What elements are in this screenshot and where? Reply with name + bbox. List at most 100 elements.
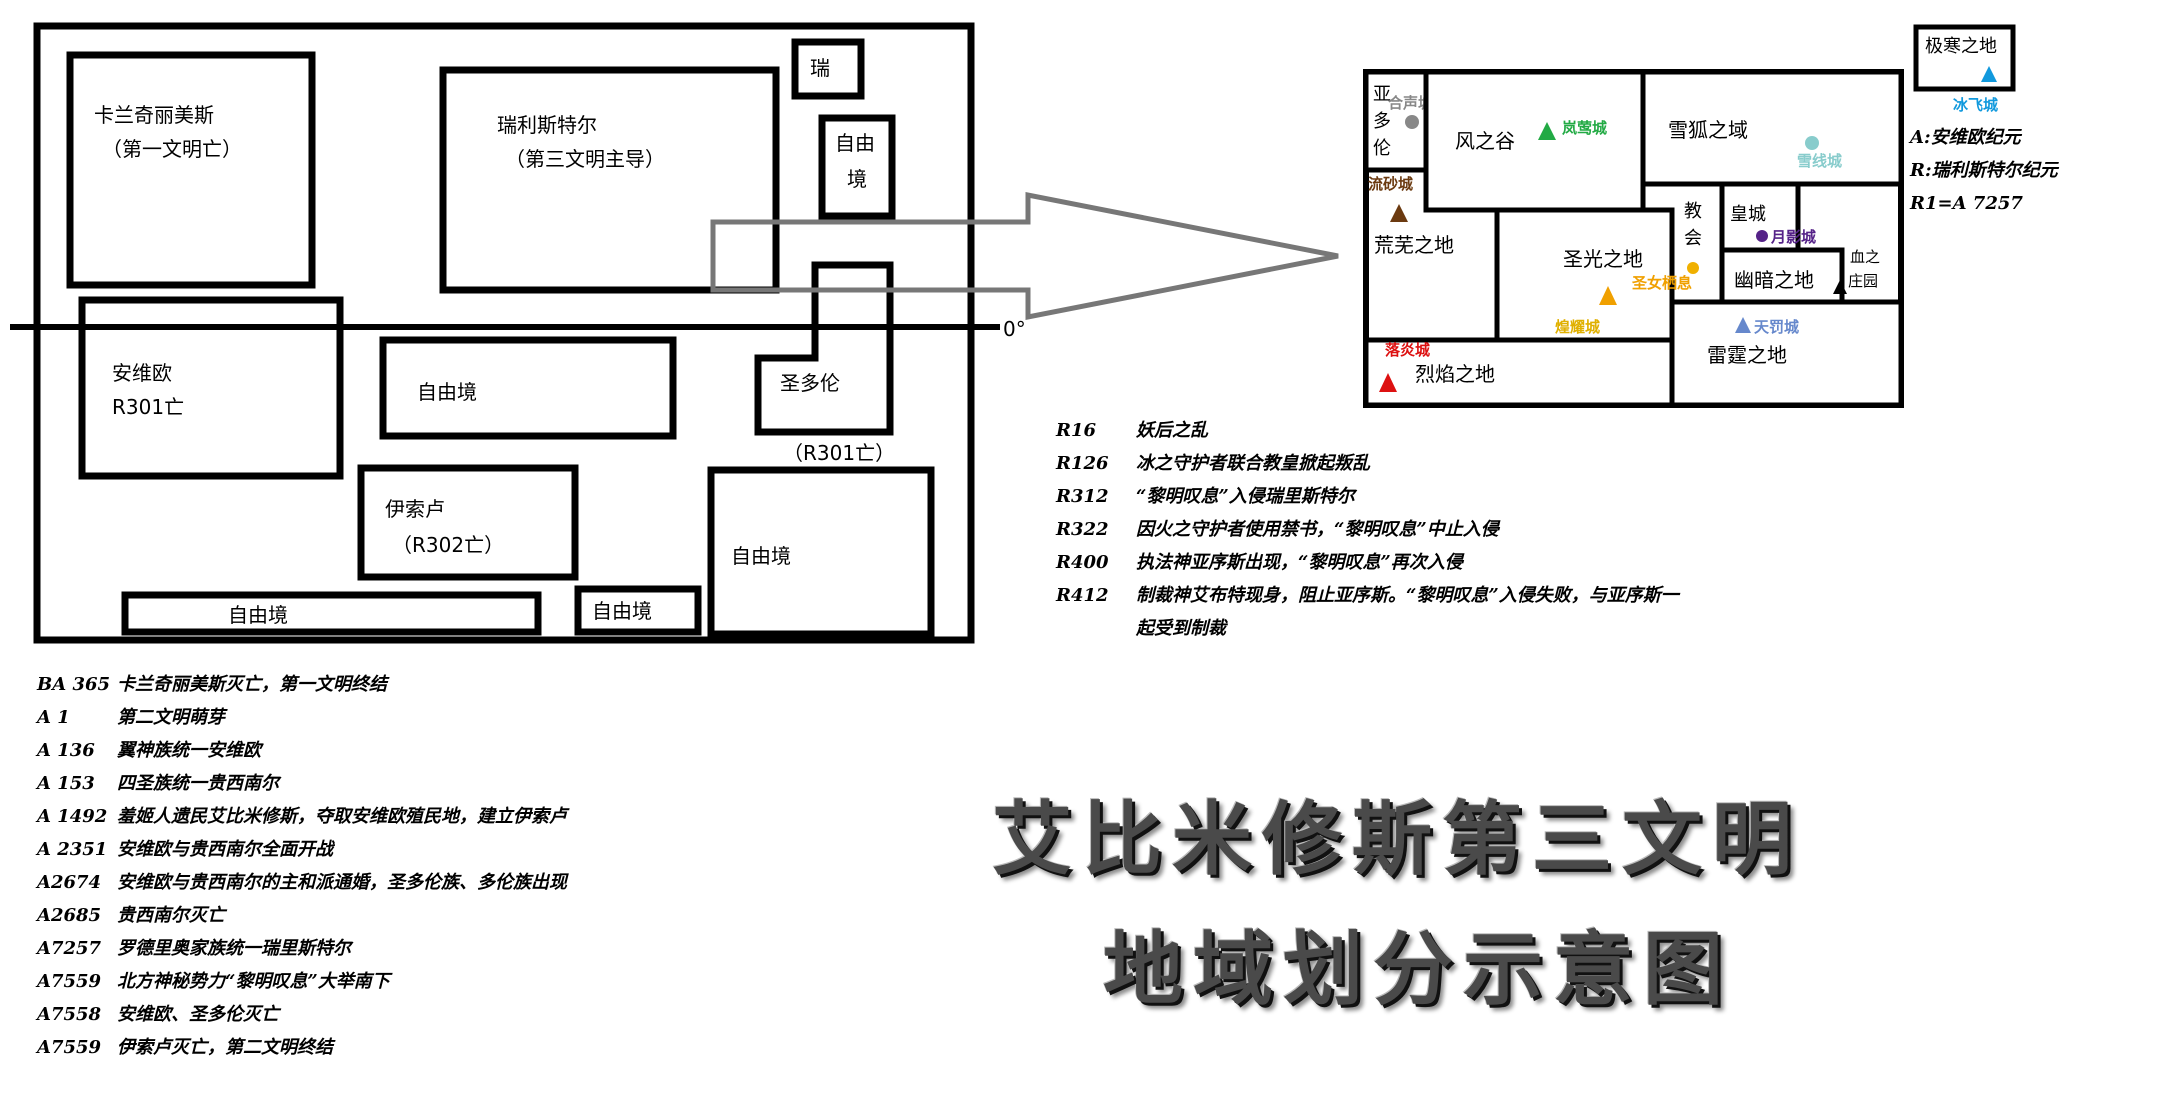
huangwu-name: 荒芜之地 xyxy=(1374,233,1454,257)
a-timeline-event: 第二文明萌芽 xyxy=(117,707,225,728)
yaduolun-line2: 多 xyxy=(1373,111,1391,132)
ruilisi-status: （第三文明主导） xyxy=(505,147,665,171)
a-timeline-event: 安维欧与贵西南尔的主和派通婚，圣多伦族、多伦族出现 xyxy=(117,872,567,893)
region-ziyou-mid xyxy=(379,336,677,440)
a-timeline-year: A 153 xyxy=(37,773,95,794)
bingfei-city-marker xyxy=(1981,66,1997,82)
region-yisuolu xyxy=(357,464,579,581)
yaduolun-line1: 亚 xyxy=(1373,84,1391,105)
region-leiting xyxy=(1669,299,1904,408)
r-timeline-item: R126 冰之守护者联合教皇掀起叛乱 xyxy=(1056,447,1679,480)
a-timeline-event: 贵西南尔灭亡 xyxy=(117,905,225,926)
a-timeline-year: A7558 xyxy=(37,1004,102,1025)
a-timeline-event: 四圣族统一贵西南尔 xyxy=(117,773,279,794)
r-timeline-item: R16 妖后之乱 xyxy=(1056,414,1679,447)
r-timeline-item: 起受到制裁 xyxy=(1056,612,1679,645)
yaduolun-line3: 伦 xyxy=(1373,138,1391,159)
xuexian-city-label: 雪线城 xyxy=(1797,152,1842,170)
yisuolu-name: 伊索卢 xyxy=(385,497,445,521)
r-timeline-event: 因火之守护者使用禁书，“黎明叹息”中止入侵 xyxy=(1136,519,1499,540)
lanying-city-marker xyxy=(1538,122,1556,140)
a-timeline-year: A7257 xyxy=(37,938,102,959)
ruilisi-name: 瑞利斯特尔 xyxy=(497,113,597,137)
hesheng-city-label: 合声城 xyxy=(1387,94,1433,112)
anweiou-status: R301亡 xyxy=(112,395,184,419)
youan-name: 幽暗之地 xyxy=(1734,268,1814,292)
region-jihan xyxy=(1913,24,2016,92)
rui-name: 瑞 xyxy=(810,56,830,80)
r-timeline-year: R126 xyxy=(1056,453,1109,474)
ziyou-bottom-long-label: 自由境 xyxy=(228,603,288,627)
region-ziyou-top xyxy=(818,114,896,220)
r-timeline-item: R312 “黎明叹息”入侵瑞里斯特尔 xyxy=(1056,480,1679,513)
jiaohui-marker xyxy=(1687,262,1699,274)
a-timeline-year: A2685 xyxy=(37,905,102,926)
a-timeline-event: 罗德里奥家族统一瑞里斯特尔 xyxy=(117,938,351,959)
legend-line3: R1=A 7257 xyxy=(1909,193,2023,214)
r-timeline-year: R16 xyxy=(1056,420,1097,441)
xuezhi-line2: 庄园 xyxy=(1848,272,1878,290)
region-lieyan xyxy=(1363,337,1675,408)
ziyou-top-line1: 自由 xyxy=(835,131,875,155)
a-timeline-event: 羞姬人遗民艾比米修斯，夺取安维欧殖民地，建立伊索卢 xyxy=(117,806,567,827)
huangcheng-name: 皇城 xyxy=(1730,204,1766,225)
equator-label: 0° xyxy=(1003,317,1026,341)
liusha-city-label: 流砂城 xyxy=(1368,175,1413,193)
r-timeline-event: “黎明叹息”入侵瑞里斯特尔 xyxy=(1136,486,1355,507)
r-timeline-year: R400 xyxy=(1056,552,1109,573)
bingfei-city-label: 冰飞城 xyxy=(1953,96,1998,114)
a-timeline-event: 北方神秘势力“黎明叹息”大举南下 xyxy=(117,971,390,992)
a-timeline-item: A 153 四圣族统一贵西南尔 xyxy=(37,767,567,800)
luoyan-city-marker xyxy=(1379,373,1397,392)
luoyan-city-label: 落炎城 xyxy=(1385,341,1430,359)
lieyan-name: 烈焰之地 xyxy=(1415,362,1495,386)
zoom-arrow xyxy=(710,191,1339,321)
ziyou-mid-label: 自由境 xyxy=(417,380,477,404)
a-timeline-year: A7559 xyxy=(37,971,102,992)
a-timeline-item: BA 365 卡兰奇丽美斯灭亡，第一文明终结 xyxy=(37,668,567,701)
a-timeline-year: A 1492 xyxy=(37,806,108,827)
a-timeline-year: A7559 xyxy=(37,1037,102,1058)
region-ruilisi xyxy=(439,66,780,294)
shengguang-name: 圣光之地 xyxy=(1563,247,1643,271)
hesheng-city-marker xyxy=(1405,115,1419,129)
region-xuehu xyxy=(1640,69,1904,187)
a-timeline-event: 卡兰奇丽美斯灭亡，第一文明终结 xyxy=(117,674,387,695)
leiting-name: 雷霆之地 xyxy=(1707,343,1787,367)
a-timeline-item: A7257 罗德里奥家族统一瑞里斯特尔 xyxy=(37,932,567,965)
ziyou-right-label: 自由境 xyxy=(731,544,791,568)
jiaohui-line1: 教 xyxy=(1684,201,1702,222)
a-timeline-event: 安维欧、圣多伦灭亡 xyxy=(117,1004,279,1025)
a-timeline-event: 翼神族统一安维欧 xyxy=(117,740,261,761)
huangyao-city-label: 煌耀城 xyxy=(1555,318,1600,336)
region-kalanqi xyxy=(66,51,316,289)
a-timeline-item: A2685 贵西南尔灭亡 xyxy=(37,899,567,932)
a-timeline-event: 安维欧与贵西南尔全面开战 xyxy=(117,839,333,860)
r-timeline-event: 妖后之乱 xyxy=(1136,420,1208,441)
a-timeline-year: A 136 xyxy=(37,740,95,761)
r-timeline-year: R312 xyxy=(1056,486,1109,507)
a-timeline-year: BA 365 xyxy=(37,674,111,695)
yueying-city-marker xyxy=(1756,230,1768,242)
shengnv-marker xyxy=(1599,286,1617,305)
shengduolun-name: 圣多伦 xyxy=(780,371,840,395)
region-ziyou-right xyxy=(707,466,935,638)
jihan-name: 极寒之地 xyxy=(1925,36,1997,57)
region-shengduolun xyxy=(754,261,894,436)
xuezhi-line1: 血之 xyxy=(1850,248,1880,266)
tianfa-city-label: 天罚城 xyxy=(1754,318,1799,336)
r-timeline-year: R322 xyxy=(1056,519,1109,540)
yisuolu-status: （R302亡） xyxy=(392,533,504,557)
lanying-city-label: 岚莺城 xyxy=(1562,119,1607,137)
liusha-city-marker xyxy=(1390,204,1408,222)
shengnv-label: 圣女栖息 xyxy=(1631,274,1692,292)
r-timeline: R16 妖后之乱 R126 冰之守护者联合教皇掀起叛乱 R312 “黎明叹息”入侵瑞里… xyxy=(1056,414,1679,645)
r-timeline-year: R412 xyxy=(1056,585,1109,606)
xuezhi-marker xyxy=(1833,280,1847,294)
r-timeline-event: 冰之守护者联合教皇掀起叛乱 xyxy=(1136,453,1370,474)
